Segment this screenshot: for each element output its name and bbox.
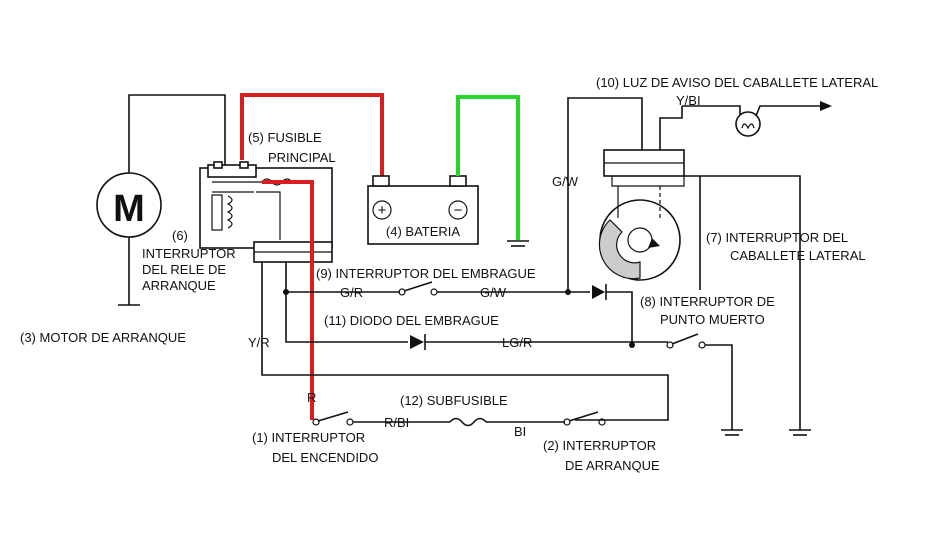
y-r-wire (261, 262, 669, 421)
battery-label: (4) BATERIA (386, 224, 460, 239)
starter-switch-label-1: (2) INTERRUPTOR (543, 438, 656, 453)
clutch-diode-label: (11) DIODO DEL EMBRAGUE (324, 313, 499, 328)
relay-label-4: ARRANQUE (142, 278, 216, 293)
neutral-switch (666, 333, 743, 436)
warning-light-label: (10) LUZ DE AVISO DEL CABALLETE LATERAL (596, 75, 878, 90)
arrow-right-icon (820, 101, 832, 111)
wire-y-r: Y/R (248, 335, 270, 350)
battery-negative-icon (448, 200, 468, 220)
starter-motor: M (96, 94, 226, 306)
sidestand-switch (598, 106, 811, 436)
battery: + − (4) BATERIA (367, 175, 479, 245)
ignition-switch (312, 411, 450, 426)
main-fuse-label-1: (5) FUSIBLE (248, 130, 322, 145)
relay-label-1: (6) (172, 228, 188, 243)
clutch-switch-label: (9) INTERRUPTOR DEL EMBRAGUE (316, 266, 536, 281)
wire-g-w: G/W (480, 285, 507, 300)
starter-switch (563, 411, 606, 426)
battery-positive-terminal (372, 175, 390, 187)
motor-supply-wire (128, 94, 226, 173)
relay-label-3: DEL RELE DE (142, 262, 226, 277)
relay-label-2: INTERRUPTOR (142, 246, 236, 261)
battery-body (367, 185, 479, 245)
warning-light (682, 101, 832, 137)
sidestand-label-2: CABALLETE LATERAL (730, 248, 866, 263)
wire-g-w-vertical: G/W (552, 174, 579, 189)
subfuse-label: (12) SUBFUSIBLE (400, 393, 508, 408)
wire-r-bl: R/BI (384, 415, 409, 430)
battery-minus-sign: − (454, 202, 463, 219)
main-fuse-label-2: PRINCIPAL (268, 150, 336, 165)
wire-r: R (307, 390, 316, 405)
ignition-red-wire (262, 180, 314, 420)
warning-lamp-icon (735, 111, 761, 137)
subfuse-symbol (449, 417, 487, 427)
sidestand-label-1: (7) INTERRUPTOR DEL (706, 230, 848, 245)
ignition-label-2: DEL ENCENDIDO (272, 450, 378, 465)
main-fuse-red-wire (240, 93, 384, 176)
wire-y-bl: Y/BI (676, 93, 701, 108)
motor-label: (3) MOTOR DE ARRANQUE (20, 330, 186, 345)
battery-plus-sign: + (378, 202, 387, 219)
ignition-label-1: (1) INTERRUPTOR (252, 430, 365, 445)
sidestand-diode (592, 285, 605, 299)
neutral-label-2: PUNTO MUERTO (660, 312, 765, 327)
neutral-label-1: (8) INTERRUPTOR DE (640, 294, 775, 309)
wire-lg-r: LG/R (502, 335, 532, 350)
relay-coil (226, 195, 233, 229)
battery-negative-terminal (449, 175, 467, 187)
wire-g-r: G/R (340, 285, 363, 300)
g-w-vertical-wire (567, 97, 643, 292)
clutch-diode (410, 335, 424, 349)
clutch-switch (398, 281, 590, 296)
main-fuse-symbol (261, 178, 293, 186)
battery-positive-icon (372, 200, 392, 220)
diode-wire-left (285, 292, 408, 343)
wire-bl: BI (514, 424, 526, 439)
motor-letter: M (113, 188, 145, 230)
starter-switch-label-2: DE ARRANQUE (565, 458, 660, 473)
battery-ground-green-wire (456, 95, 520, 240)
